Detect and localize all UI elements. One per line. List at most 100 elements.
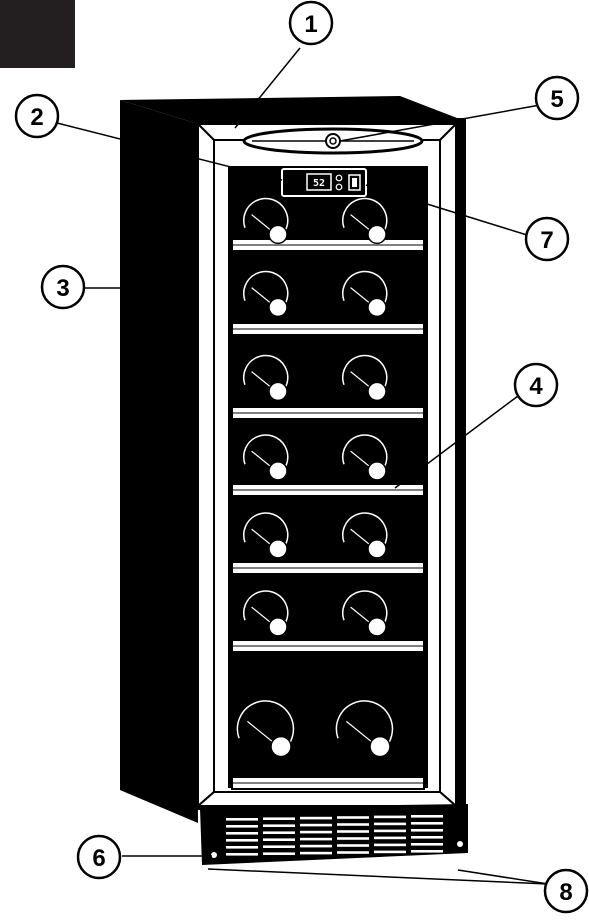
callouts: 1 2 3 4 5 6 7 8	[14, 0, 589, 914]
bottle-outline	[243, 354, 289, 397]
door-bevel-left	[197, 121, 215, 809]
bottle-outline	[342, 197, 388, 240]
grille-slot	[411, 822, 443, 825]
grille-slot	[300, 851, 332, 855]
grille-slot	[337, 844, 369, 847]
callout-4: 4	[513, 362, 559, 408]
grille-slots	[226, 815, 443, 856]
bottle-outline	[236, 700, 295, 753]
leader-line-8b	[457, 869, 549, 885]
bottle-neck	[367, 297, 387, 318]
grille-slot	[374, 850, 406, 854]
callout-3: 3	[40, 264, 86, 310]
temp-up-button[interactable]	[335, 174, 343, 182]
bottle-outline	[335, 700, 394, 753]
grille-slot	[374, 836, 406, 840]
bottle-neck	[367, 539, 387, 559]
grille-slot	[411, 836, 443, 839]
grille-slot	[411, 829, 443, 832]
grille-slot	[226, 846, 258, 849]
bottle-outline	[342, 270, 388, 313]
bottle-neck	[268, 539, 288, 559]
bottle-neck	[367, 617, 387, 637]
grille-slot	[374, 815, 406, 819]
grille-slot	[374, 829, 406, 833]
grille-slot	[411, 843, 443, 846]
leader-line-2	[56, 122, 283, 181]
door-bevel-right	[439, 121, 457, 809]
bottle-neck	[268, 297, 288, 318]
callout-5: 5	[534, 75, 580, 121]
callout-8: 8	[543, 868, 589, 914]
grille-slot	[263, 838, 295, 841]
grille-slot	[337, 837, 369, 840]
lock-keyhole	[329, 137, 337, 145]
grille-slot	[226, 839, 258, 842]
temp-down-button[interactable]	[335, 183, 343, 191]
door-bevel-bottom	[195, 791, 459, 807]
temperature-display	[306, 173, 332, 191]
bottle-neck	[268, 461, 288, 481]
light-switch-inner	[352, 178, 357, 187]
callout-1-number: 1	[304, 11, 317, 38]
grille-slot	[300, 830, 332, 834]
door-lock[interactable]	[325, 133, 341, 149]
grille-slot	[263, 852, 295, 855]
cabinet-body	[120, 96, 457, 823]
grille-slot	[374, 843, 406, 847]
corner-block	[0, 0, 75, 68]
bottle-outline	[342, 354, 388, 397]
callout-1: 1	[288, 0, 334, 46]
bottle-neck	[268, 617, 288, 637]
bottle-outline	[243, 197, 289, 240]
bottle-outline	[243, 270, 289, 313]
bottle-neck	[367, 224, 387, 245]
bottle-neck	[367, 381, 387, 402]
leader-line-4	[394, 392, 523, 489]
bottle-outline	[342, 590, 388, 632]
grille-slot	[411, 850, 443, 853]
temperature-readout: 52	[313, 178, 325, 189]
bottle-outline	[342, 512, 388, 554]
door	[193, 118, 466, 810]
bottle-neck	[369, 735, 391, 758]
grille-slot	[263, 817, 295, 820]
lock-icon	[325, 133, 341, 149]
bottle-outline	[342, 434, 388, 476]
bottle-outline	[243, 590, 289, 632]
grille-slot	[337, 830, 369, 833]
leader-line-7	[365, 184, 528, 236]
callout-6: 6	[76, 834, 122, 880]
callout-3-number: 3	[56, 275, 69, 302]
grille-slot	[226, 853, 258, 856]
bottle-neck	[268, 224, 288, 245]
callout-7-number: 7	[540, 227, 553, 254]
cabinet-top	[120, 96, 457, 123]
grille-slot	[300, 816, 332, 820]
bottle-neck	[367, 461, 387, 481]
grille-slot	[263, 831, 295, 834]
cabinet-side	[120, 100, 198, 823]
grille-slot	[300, 844, 332, 848]
grille-slot	[337, 851, 369, 854]
grille-slot	[226, 818, 258, 821]
bottom-grille	[200, 804, 468, 865]
bottle-neck	[268, 381, 288, 402]
callout-4-number: 4	[529, 373, 543, 400]
control-panel: 52	[281, 168, 367, 197]
bottle-outline	[243, 434, 289, 476]
grille-slot	[337, 823, 369, 826]
callout-2: 2	[14, 93, 60, 139]
leader-line-5	[339, 104, 541, 142]
callout-8-number: 8	[559, 879, 572, 906]
grille-slot	[337, 816, 369, 819]
glass-window	[228, 166, 428, 788]
grille-slot	[226, 825, 258, 828]
grille-slot	[263, 824, 295, 827]
bottle-outline	[243, 512, 289, 554]
leader-line-1	[234, 47, 301, 129]
grille-slot	[226, 832, 258, 835]
grille-screw-left	[211, 852, 217, 858]
leader-line-8a	[207, 868, 549, 885]
